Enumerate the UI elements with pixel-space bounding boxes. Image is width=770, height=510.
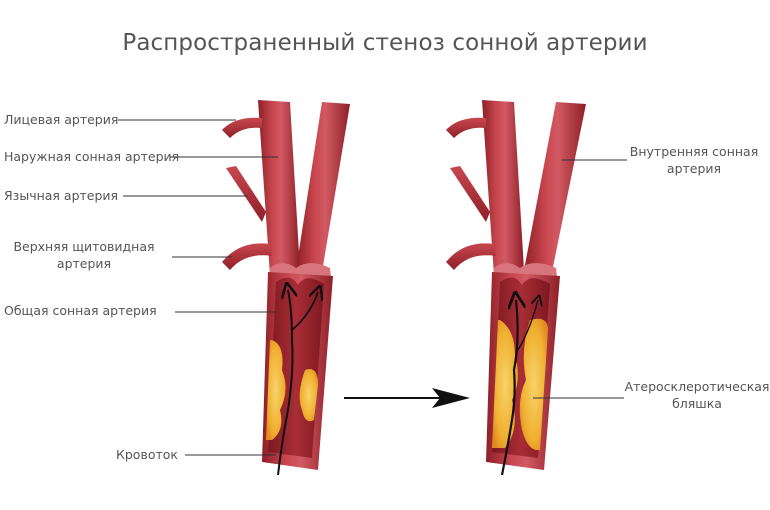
label-plaque-line1: Атеросклеротическая xyxy=(624,379,770,394)
label-common-carotid: Общая сонная артерия xyxy=(4,303,157,318)
plaque xyxy=(519,318,548,451)
label-plaque: Атеросклеротическая бляшка xyxy=(624,378,770,412)
lingual-branch xyxy=(226,166,266,222)
progression-arrow xyxy=(344,388,470,408)
plaque xyxy=(299,369,318,422)
label-superior-thyroid-line1: Верхняя щитовидная xyxy=(13,239,155,254)
label-internal-carotid: Внутренняя сонная артерия xyxy=(626,143,762,177)
label-external-carotid: Наружная сонная артерия xyxy=(4,149,180,164)
label-facial-artery: Лицевая артерия xyxy=(4,112,119,127)
artery-mild-stenosis xyxy=(222,100,350,476)
thyroid-branch xyxy=(222,243,272,270)
label-lingual-artery: Язычная артерия xyxy=(4,188,119,203)
label-plaque-line2: бляшка xyxy=(672,396,722,411)
plaque xyxy=(266,340,286,440)
leader-lines xyxy=(118,119,627,456)
label-internal-carotid-line1: Внутренняя сонная xyxy=(629,144,759,159)
facial-branch xyxy=(222,117,262,138)
label-internal-carotid-line2: артерия xyxy=(666,161,722,176)
label-blood-flow: Кровоток xyxy=(116,447,178,462)
label-superior-thyroid-line2: артерия xyxy=(56,256,112,271)
artery-severe-stenosis xyxy=(446,100,586,476)
page-title: Распространенный стеноз сонной артерии xyxy=(122,30,648,56)
label-superior-thyroid: Верхняя щитовидная артерия xyxy=(4,238,164,272)
plaque xyxy=(492,320,518,448)
